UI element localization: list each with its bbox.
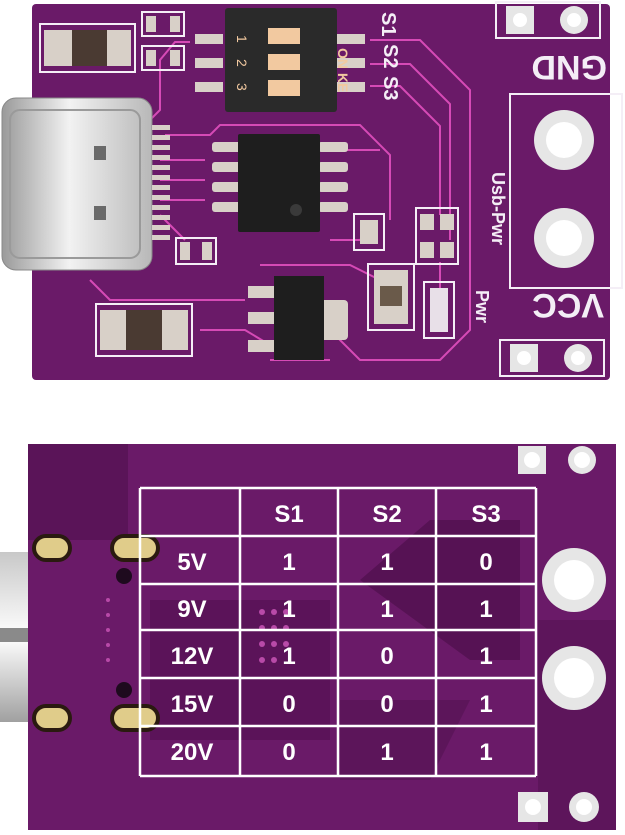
table-cell-s1: 0 (282, 739, 295, 766)
switch-label-s2: S2 (379, 44, 401, 68)
power-led (423, 281, 455, 339)
smd-resistor-pair-right (415, 207, 459, 265)
inductor-resistor (367, 263, 415, 331)
bottom-pcb: S1 S2 S3 5V 1 1 0 9V 1 1 1 12V 1 0 1 15V… (0, 444, 616, 830)
table-header-s2: S2 (372, 501, 401, 528)
table-header-s1: S1 (274, 501, 303, 528)
bottom-terminal-holes (542, 548, 606, 710)
bottom-header-pads-bottom (518, 792, 599, 822)
table-row-voltage: 20V (171, 739, 214, 766)
table-cell-s1: 1 (282, 549, 295, 576)
vcc-label: VCC (532, 286, 604, 324)
table-cell-s1: 0 (282, 691, 295, 718)
header-pads-bottom (499, 339, 605, 377)
table-cell-s3: 1 (479, 691, 492, 718)
table-cell-s2: 1 (380, 549, 393, 576)
dip-switch-number-2: 2 (234, 59, 250, 67)
table-row-voltage: 15V (171, 691, 214, 718)
header-pads-top (495, 1, 601, 39)
table-row-voltage: 12V (171, 643, 214, 670)
table-row-voltage: 5V (177, 549, 206, 576)
voltage-regulator (248, 276, 348, 360)
table-cell-s2: 1 (380, 739, 393, 766)
dip-switch-number-3: 3 (234, 83, 250, 91)
soic-chip (212, 134, 348, 232)
table-cell-s1: 1 (282, 596, 295, 623)
capacitor-bottom-left (95, 303, 193, 357)
capacitor-top-left (39, 23, 136, 73)
usb-c-connector (1, 97, 170, 271)
table-header-s3: S3 (471, 501, 500, 528)
table-cell-s2: 1 (380, 596, 393, 623)
smd-resistor-left (175, 237, 217, 265)
terminal-block-outline (509, 93, 623, 289)
switch-label-s1: S1 (377, 12, 399, 36)
table-cell-s1: 1 (282, 643, 295, 670)
bottom-header-pads-top (518, 446, 596, 474)
switch-label-s3: S3 (379, 76, 401, 100)
table-cell-s3: 1 (479, 643, 492, 670)
table-row-voltage: 9V (177, 596, 206, 623)
table-cell-s3: 1 (479, 739, 492, 766)
dip-switch: 1 2 3 ON KE (195, 8, 365, 112)
power-led-label: Pwr (472, 290, 492, 323)
table-cell-s2: 0 (380, 643, 393, 670)
usb-mount-pads (32, 534, 160, 732)
smd-resistor-mid (353, 213, 385, 251)
resistor-pair-top (141, 11, 185, 71)
dip-switch-number-1: 1 (234, 35, 250, 43)
voltage-table-grid (138, 486, 538, 778)
dip-switch-body-text: ON KE (335, 48, 351, 92)
usb-power-label: Usb-Pwr (488, 172, 508, 245)
gnd-label: GND (531, 48, 607, 86)
table-cell-s3: 0 (479, 549, 492, 576)
top-pcb: 1 2 3 ON KE S1 S2 S3 (1, 1, 623, 380)
table-cell-s2: 0 (380, 691, 393, 718)
table-cell-s3: 1 (479, 596, 492, 623)
